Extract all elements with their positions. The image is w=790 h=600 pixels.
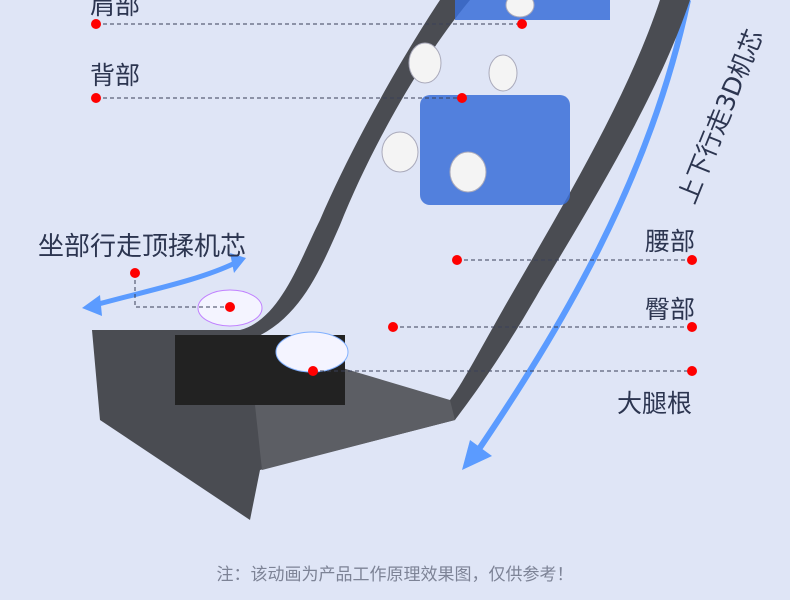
marker-dots [91, 19, 697, 376]
travel-arrow-head [462, 440, 492, 470]
label-waist: 腰部 [645, 227, 696, 256]
label-thigh-root: 大腿根 [617, 389, 693, 418]
seat-travel-arrow [94, 260, 237, 308]
rollers [381, 0, 535, 193]
leader-lines [96, 23, 692, 372]
label-shoulder: 肩部 [90, 0, 141, 20]
footnote: 注：该动画为产品工作原理效果图，仅供参考！ [216, 565, 574, 585]
travel-arrow [472, 0, 691, 457]
seat-roller-2 [275, 331, 349, 373]
label-seat-mechanism: 坐部行走顶揉机芯 [38, 232, 247, 262]
back-mechanism [420, 95, 570, 205]
label-hip: 臀部 [645, 295, 696, 324]
label-back: 背部 [90, 61, 141, 90]
